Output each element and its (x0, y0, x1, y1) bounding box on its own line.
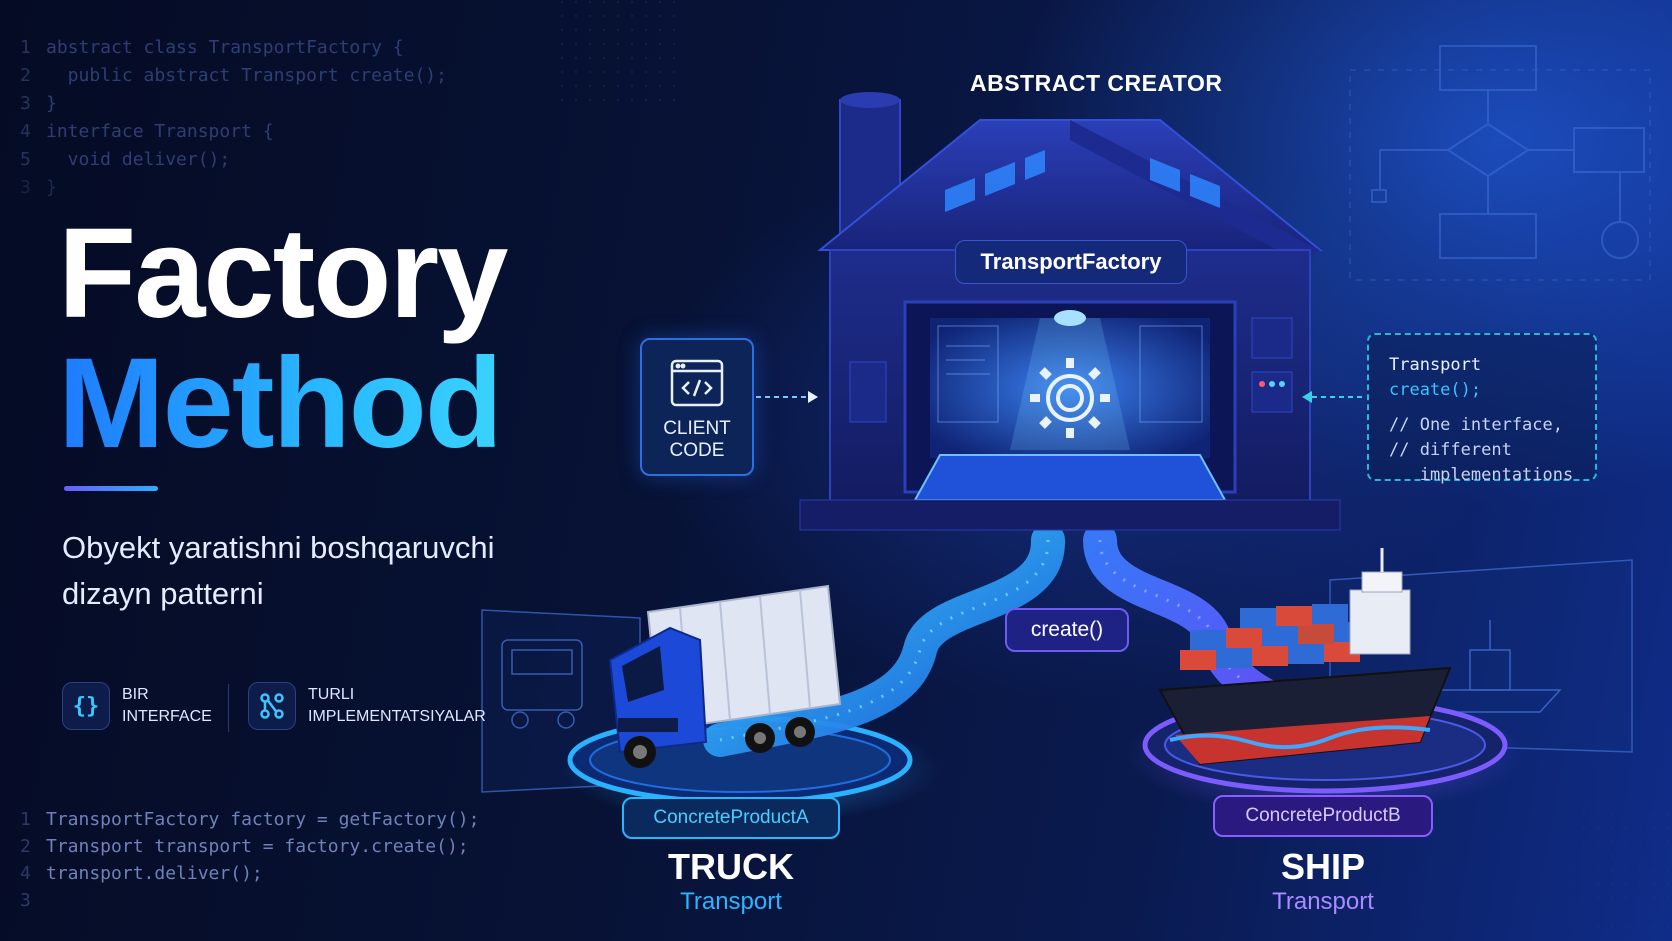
interface-comment: implementations (1389, 465, 1574, 485)
client-code-label: CLIENT CODE (663, 418, 731, 461)
hierarchy-icon (248, 682, 296, 730)
abstract-creator-label: ABSTRACT CREATOR (970, 70, 1223, 96)
product-a-name: TRUCK (668, 846, 794, 887)
title-line-1: Factory (58, 202, 508, 345)
product-b-name: SHIP (1280, 846, 1366, 887)
feature-label: BIR INTERFACE (122, 686, 212, 725)
interface-signature: Transport create(); (1389, 355, 1482, 400)
concrete-product-b-tag: ConcreteProductB (1213, 795, 1433, 837)
code-line: 3} (20, 93, 57, 114)
truck-illustration (608, 584, 842, 768)
factory-illustration (799, 92, 1341, 531)
client-code-box: CLIENT CODE (640, 338, 754, 476)
feature-implementations: TURLI IMPLEMENTATSIYALAR (248, 682, 486, 730)
subtitle: Obyekt yaratishni boshqaruvchi dizayn pa… (62, 530, 495, 611)
code-window-icon (670, 359, 724, 407)
code-line: 5 void deliver(); (20, 149, 231, 170)
code-line: 3} (20, 177, 57, 198)
ship-illustration (1158, 548, 1452, 766)
interface-code-box: Transport create(); // One interface, //… (1367, 333, 1597, 485)
svg-text:{}: {} (73, 694, 100, 719)
code-line: 3 (20, 890, 31, 911)
factory-label: TransportFactory (955, 240, 1187, 284)
title-line-2: Method (58, 332, 503, 475)
concrete-product-a-tag: ConcreteProductA (622, 797, 840, 839)
code-line: 2 public abstract Transport create(); (20, 65, 447, 86)
interface-comment: // One interface, (1389, 415, 1563, 435)
feature-label: TURLI IMPLEMENTATSIYALAR (308, 686, 486, 725)
feature-interface: {} BIR INTERFACE (62, 682, 212, 730)
product-a-type: Transport (680, 888, 782, 915)
feature-divider (228, 684, 229, 732)
title-underline (64, 486, 158, 491)
create-method-label: create() (1005, 608, 1129, 652)
braces-icon: {} (62, 682, 110, 730)
product-b-type: Transport (1272, 888, 1374, 915)
interface-comment: // different (1389, 440, 1512, 460)
